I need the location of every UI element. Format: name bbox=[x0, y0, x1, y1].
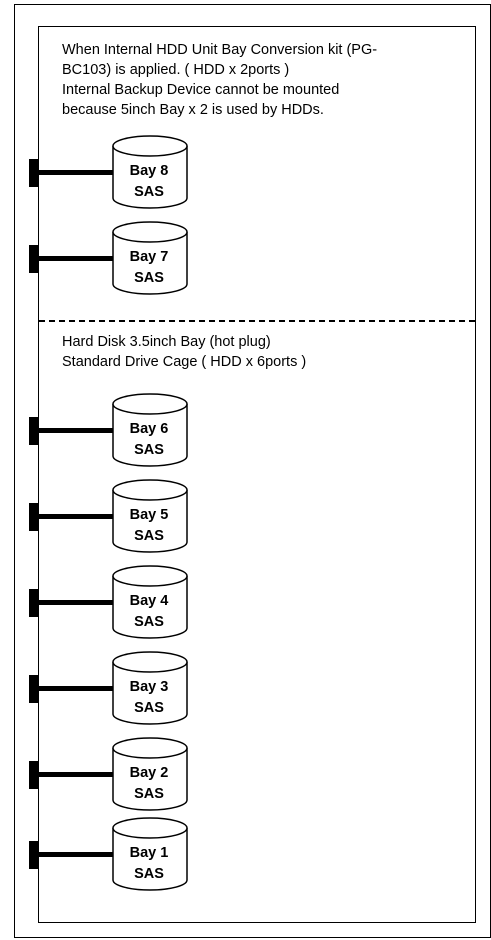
cable-line bbox=[37, 256, 115, 261]
bay-name: Bay 4 bbox=[129, 593, 169, 609]
hdd-cylinder-icon bbox=[112, 135, 188, 209]
cable-line bbox=[37, 170, 115, 175]
port-connector bbox=[29, 841, 39, 869]
drive-unit: Bay 5 SAS bbox=[25, 478, 193, 556]
interface-type: SAS bbox=[134, 700, 164, 716]
note-line: BC103) is applied. ( HDD x 2ports ) bbox=[62, 62, 290, 78]
bay-name: Bay 1 bbox=[129, 845, 169, 861]
hdd-cylinder-icon bbox=[112, 737, 188, 811]
drive-unit: Bay 7 SAS bbox=[25, 220, 193, 298]
port-connector bbox=[29, 159, 39, 187]
cable-line bbox=[37, 428, 115, 433]
hdd-cylinder-icon bbox=[112, 565, 188, 639]
interface-type: SAS bbox=[134, 442, 164, 458]
note-line: because 5inch Bay x 2 is used by HDDs. bbox=[62, 102, 324, 118]
drive-unit: Bay 2 SAS bbox=[25, 736, 193, 814]
drive-unit: Bay 8 SAS bbox=[25, 134, 193, 212]
interface-type: SAS bbox=[134, 270, 164, 286]
note-line: Hard Disk 3.5inch Bay (hot plug) bbox=[62, 334, 271, 350]
hdd-cylinder-icon bbox=[112, 651, 188, 725]
bay-name: Bay 3 bbox=[129, 679, 169, 695]
hdd-cylinder-icon bbox=[112, 817, 188, 891]
port-connector bbox=[29, 761, 39, 789]
cable-line bbox=[37, 852, 115, 857]
bay-name: Bay 8 bbox=[129, 163, 169, 179]
drive-unit: Bay 1 SAS bbox=[25, 816, 193, 894]
hdd-cylinder-icon bbox=[112, 479, 188, 553]
note-line: When Internal HDD Unit Bay Conversion ki… bbox=[62, 42, 378, 58]
section-divider bbox=[39, 320, 475, 322]
cable-line bbox=[37, 600, 115, 605]
drive-unit: Bay 3 SAS bbox=[25, 650, 193, 728]
interface-type: SAS bbox=[134, 866, 164, 882]
port-connector bbox=[29, 245, 39, 273]
cable-line bbox=[37, 686, 115, 691]
bay-name: Bay 6 bbox=[129, 421, 169, 437]
conversion-kit-note: When Internal HDD Unit Bay Conversion ki… bbox=[62, 40, 462, 120]
bay-name: Bay 2 bbox=[129, 765, 169, 781]
cable-line bbox=[37, 772, 115, 777]
standard-cage-note: Hard Disk 3.5inch Bay (hot plug) Standar… bbox=[62, 332, 462, 372]
cable-line bbox=[37, 514, 115, 519]
drive-bay-frame bbox=[38, 26, 476, 923]
port-connector bbox=[29, 417, 39, 445]
drive-unit: Bay 6 SAS bbox=[25, 392, 193, 470]
note-line: Internal Backup Device cannot be mounted bbox=[62, 82, 340, 98]
drive-unit: Bay 4 SAS bbox=[25, 564, 193, 642]
interface-type: SAS bbox=[134, 614, 164, 630]
port-connector bbox=[29, 503, 39, 531]
port-connector bbox=[29, 675, 39, 703]
interface-type: SAS bbox=[134, 184, 164, 200]
hdd-cylinder-icon bbox=[112, 221, 188, 295]
hdd-cylinder-icon bbox=[112, 393, 188, 467]
interface-type: SAS bbox=[134, 786, 164, 802]
port-connector bbox=[29, 589, 39, 617]
bay-name: Bay 7 bbox=[129, 249, 169, 265]
bay-name: Bay 5 bbox=[129, 507, 169, 523]
note-line: Standard Drive Cage ( HDD x 6ports ) bbox=[62, 354, 307, 370]
interface-type: SAS bbox=[134, 528, 164, 544]
